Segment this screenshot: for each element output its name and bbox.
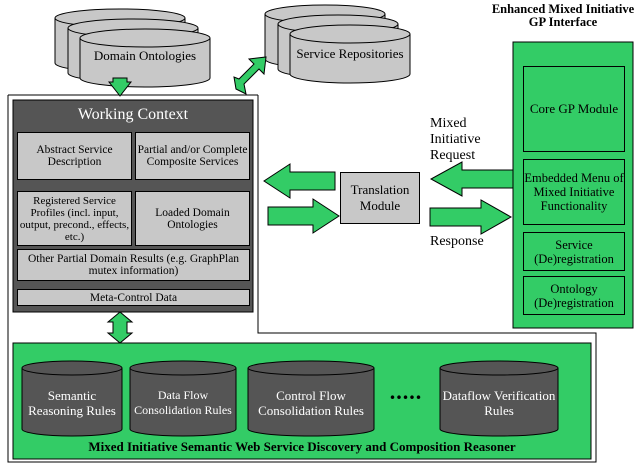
reasoner-title: Mixed Initiative Semantic Web Service Di… — [88, 439, 516, 454]
interface-title: Enhanced Mixed Initiative GP Interface — [491, 2, 635, 29]
domain-ontologies-cylinders — [54, 8, 211, 88]
response-label: Response — [430, 234, 484, 249]
vertical-double-arrow — [106, 311, 134, 344]
reasoner-cylinders — [21, 360, 559, 437]
dataflow-verification-rules: Dataflow Verification Rules — [442, 388, 556, 418]
ontology-deregistration: Ontology (De)registration — [523, 276, 625, 315]
domain-ontologies-label: Domain Ontologies — [93, 47, 197, 63]
ellipsis: ..... — [389, 379, 423, 404]
right-arrow-wc — [267, 198, 340, 234]
embedded-menu: Embedded Menu of Mixed Initiative Functi… — [523, 159, 625, 225]
data-flow-consolidation-rules: Data Flow Consolidation Rules — [134, 388, 232, 417]
diagonal-double-arrow — [233, 56, 267, 95]
translation-module: Translation Module — [340, 172, 420, 224]
composite-services: Partial and/or Complete Composite Servic… — [135, 132, 250, 180]
service-deregistration: Service (De)registration — [523, 232, 625, 271]
working-context-title: Working Context — [77, 106, 189, 123]
semantic-reasoning-rules: Semantic Reasoning Rules — [28, 388, 116, 418]
service-repositories-label: Service Repositories — [296, 45, 404, 61]
registered-service-profiles: Registered Service Profiles (incl. input… — [17, 191, 132, 246]
down-arrow — [107, 77, 133, 97]
loaded-domain-ontologies: Loaded Domain Ontologies — [135, 191, 250, 246]
flow-arrows — [106, 56, 514, 344]
left-arrow-request — [429, 161, 514, 197]
service-repositories-cylinders — [264, 4, 411, 84]
left-arrow-wc — [263, 163, 336, 199]
core-gp-module: Core GP Module — [523, 66, 625, 152]
abstract-service-description: Abstract Service Description — [17, 132, 132, 180]
framework-outline — [7, 95, 597, 463]
other-partial-domain-results: Other Partial Domain Results (e.g. Graph… — [17, 249, 250, 281]
request-label: Mixed Initiative Request — [430, 116, 481, 163]
control-flow-consolidation-rules: Control Flow Consolidation Rules — [258, 388, 364, 418]
meta-control-data: Meta-Control Data — [17, 289, 250, 306]
right-arrow-response — [429, 199, 513, 235]
